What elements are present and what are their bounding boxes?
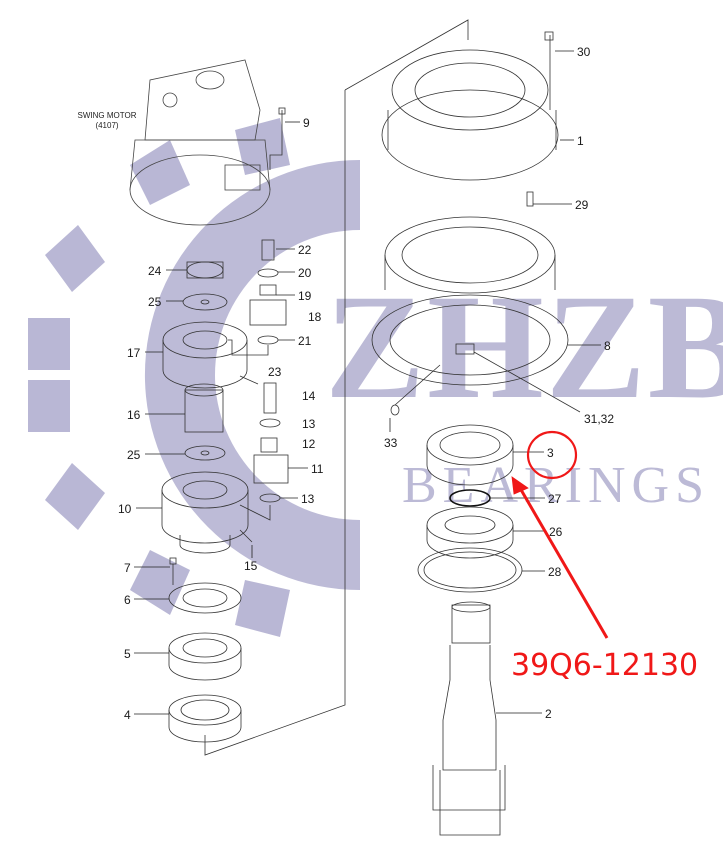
callout-24: 24 bbox=[148, 264, 162, 278]
callout-7: 7 bbox=[124, 561, 131, 575]
callout-23: 23 bbox=[268, 365, 282, 379]
callout-12: 12 bbox=[302, 437, 316, 451]
callout-27: 27 bbox=[548, 492, 562, 506]
callout-8: 8 bbox=[604, 339, 611, 353]
callout-1: 1 bbox=[577, 134, 584, 148]
callout-10: 10 bbox=[118, 502, 132, 516]
callout-28: 28 bbox=[548, 565, 562, 579]
callout-13-lower: 13 bbox=[301, 492, 315, 506]
callout-5: 5 bbox=[124, 647, 131, 661]
callout-17: 17 bbox=[127, 346, 141, 360]
callout-30: 30 bbox=[577, 45, 591, 59]
swing-motor-name: SWING MOTOR bbox=[77, 111, 137, 120]
watermark-subtitle: BEARINGS bbox=[402, 457, 711, 514]
housing-8 bbox=[371, 216, 581, 416]
swing-motor-code: (4107) bbox=[95, 121, 119, 130]
callout-33: 33 bbox=[384, 436, 398, 450]
callout-22: 22 bbox=[298, 243, 312, 257]
callout-16: 16 bbox=[127, 408, 141, 422]
callout-21: 21 bbox=[298, 334, 312, 348]
callout-13-upper: 13 bbox=[302, 417, 316, 431]
callout-25-upper: 25 bbox=[148, 295, 162, 309]
swing-motor bbox=[129, 59, 271, 226]
callout-2: 2 bbox=[545, 707, 552, 721]
callout-25-lower: 25 bbox=[127, 448, 141, 462]
callout-9: 9 bbox=[303, 116, 310, 130]
callout-18: 18 bbox=[308, 310, 322, 324]
swing-motor-label: SWING MOTOR (4107) bbox=[66, 111, 148, 131]
callout-3: 3 bbox=[547, 446, 554, 460]
callout-20: 20 bbox=[298, 266, 312, 280]
callout-6: 6 bbox=[124, 593, 131, 607]
callout-4: 4 bbox=[124, 708, 131, 722]
ring-gear-1 bbox=[381, 31, 559, 181]
callout-29: 29 bbox=[575, 198, 589, 212]
highlighted-part-number: 39Q6-12130 bbox=[511, 648, 699, 683]
callout-26: 26 bbox=[549, 525, 563, 539]
carrier-10 bbox=[161, 471, 249, 554]
callout-14: 14 bbox=[302, 389, 316, 403]
callout-15: 15 bbox=[244, 559, 258, 573]
bearing-3 bbox=[426, 424, 514, 486]
callout-19: 19 bbox=[298, 289, 312, 303]
callout-31-32: 31,32 bbox=[584, 412, 615, 426]
shaft-2 bbox=[432, 601, 506, 836]
highlight-circle bbox=[526, 430, 578, 480]
callout-11: 11 bbox=[311, 462, 324, 476]
carrier-17 bbox=[162, 321, 248, 389]
